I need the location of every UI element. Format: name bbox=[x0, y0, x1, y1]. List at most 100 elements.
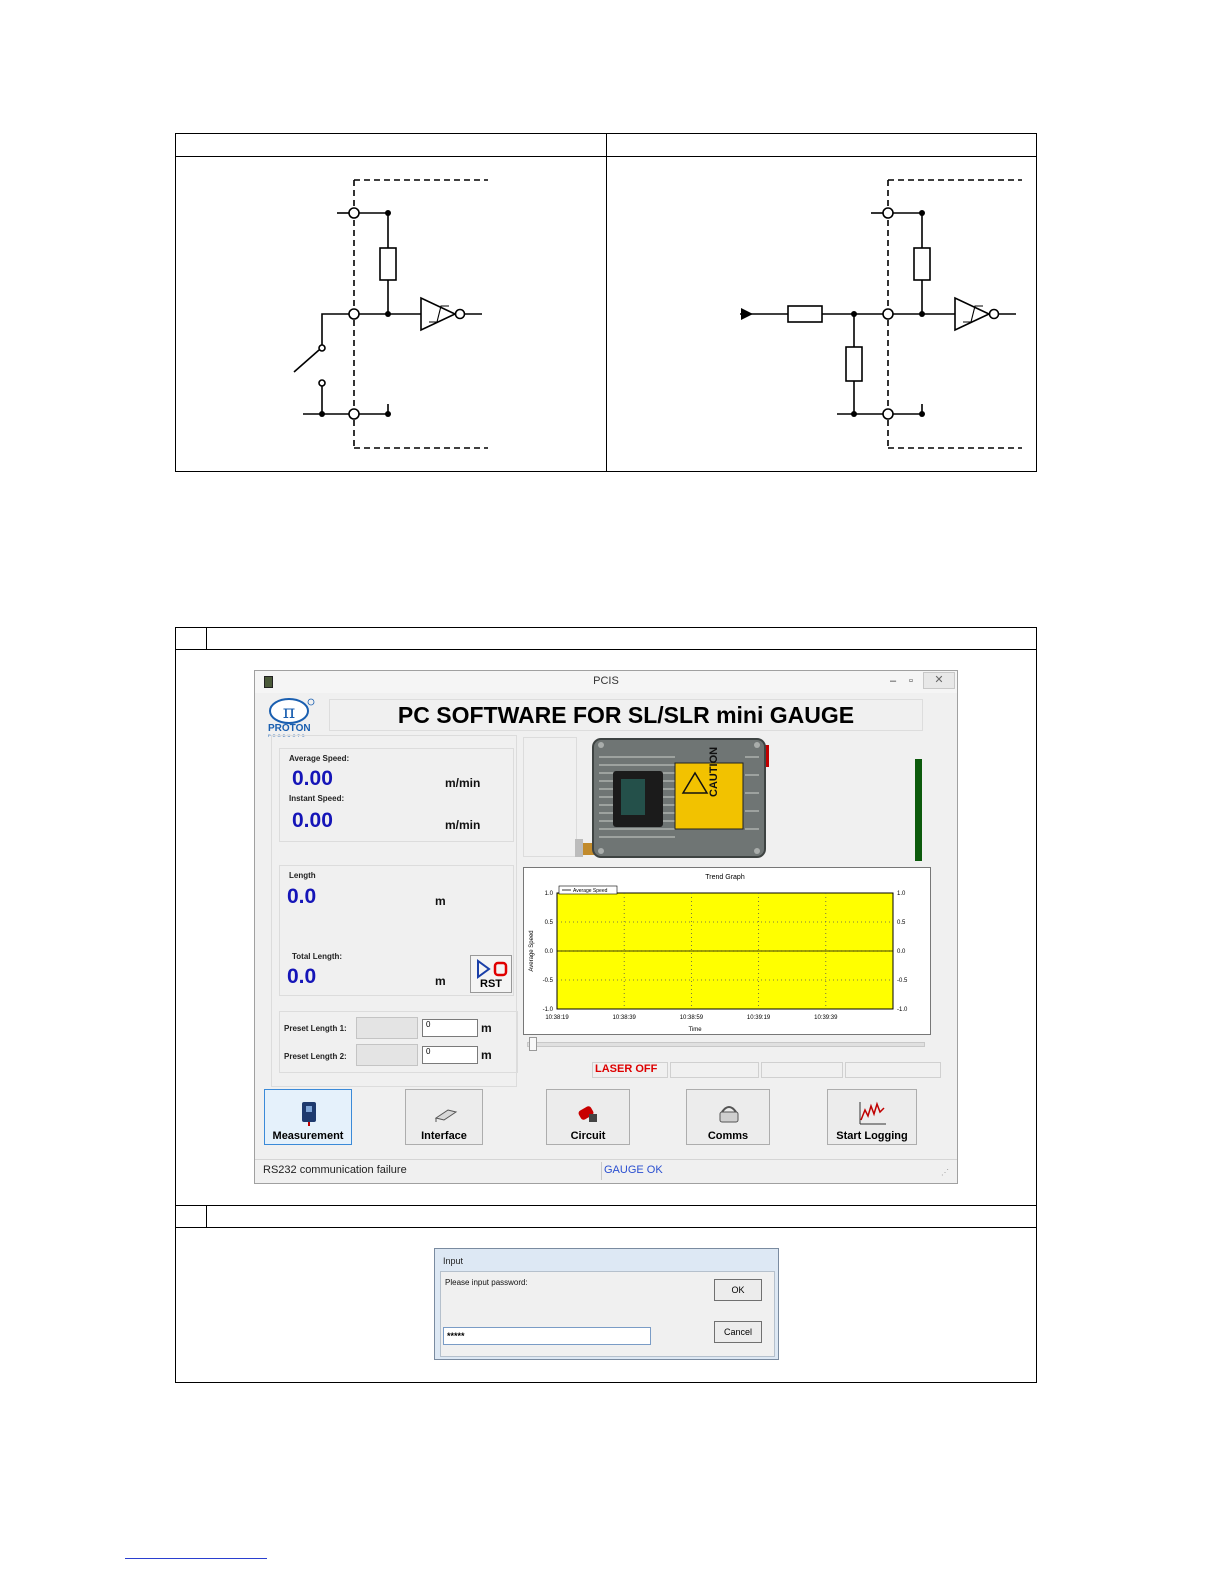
caution-label: CAUTION bbox=[708, 747, 720, 797]
app-icon bbox=[264, 676, 273, 688]
preset-panel: Preset Length 1: 0 m Preset Length 2: 0 … bbox=[279, 1011, 518, 1073]
pi-logo-icon: π bbox=[269, 698, 315, 724]
trend-graph: Trend Graph 10:38:19 10:38:39 10:38:59 10:39… bbox=[523, 867, 931, 1035]
software-table-row2-top-line bbox=[176, 1205, 1036, 1206]
interface-button[interactable]: Interface bbox=[405, 1089, 483, 1145]
total-length-unit: m bbox=[435, 974, 446, 988]
length-unit: m bbox=[435, 894, 446, 908]
preset-length-2-display bbox=[356, 1044, 418, 1066]
window-titlebar: PCIS – ▫ ✕ bbox=[255, 671, 957, 693]
switch-input-circuit-diagram bbox=[293, 179, 488, 449]
status-box-2 bbox=[670, 1062, 759, 1078]
comms-label: Comms bbox=[707, 1130, 749, 1142]
instant-speed-label: Instant Speed: bbox=[289, 794, 345, 803]
instant-speed-value: 0.00 bbox=[292, 809, 333, 832]
dialog-prompt: Please input password: bbox=[445, 1278, 528, 1287]
y-tick-label-right: 0.0 bbox=[897, 949, 906, 955]
password-input[interactable]: ***** bbox=[443, 1327, 651, 1345]
laser-status-box: LASER OFF bbox=[592, 1062, 668, 1078]
logging-icon bbox=[859, 1101, 886, 1125]
svg-text:π: π bbox=[283, 701, 296, 723]
dialog-body: Please input password: OK Cancel ***** bbox=[440, 1271, 775, 1357]
gauge-device-image: CAUTION bbox=[575, 738, 769, 858]
y-axis-label: Average Speed bbox=[529, 930, 535, 971]
interface-label: Interface bbox=[421, 1130, 467, 1142]
software-table-row1-number-divider bbox=[206, 628, 207, 649]
status-box-4 bbox=[845, 1062, 941, 1078]
measurement-button[interactable]: Measurement bbox=[264, 1089, 352, 1145]
y-tick-label-right: -0.5 bbox=[897, 978, 908, 984]
device-image-frame bbox=[523, 737, 577, 857]
laser-status-text: LASER OFF bbox=[595, 1063, 658, 1075]
preset-length-2-input[interactable]: 0 bbox=[422, 1046, 478, 1064]
minimize-icon[interactable]: – bbox=[889, 675, 897, 687]
y-tick-label-left: -1.0 bbox=[543, 1007, 554, 1013]
software-table-row2-number-divider bbox=[206, 1206, 207, 1227]
x-tick-label: 10:38:39 bbox=[613, 1015, 637, 1021]
window-statusbar: RS232 communication failure GAUGE OK ⋰ bbox=[255, 1159, 957, 1183]
app-banner: PC SOFTWARE FOR SL/SLR mini GAUGE bbox=[329, 699, 923, 731]
circuit-button[interactable]: Circuit bbox=[546, 1089, 630, 1145]
preset-length-1-display bbox=[356, 1017, 418, 1039]
voltage-input-circuit-diagram bbox=[740, 179, 1022, 449]
preset-length-2-unit: m bbox=[481, 1048, 492, 1062]
preset-length-1-input[interactable]: 0 bbox=[422, 1019, 478, 1037]
total-length-label: Total Length: bbox=[292, 952, 343, 961]
legend-label: Average Speed bbox=[573, 888, 608, 894]
close-icon[interactable]: ✕ bbox=[923, 672, 955, 689]
resize-grip-icon[interactable]: ⋰ bbox=[941, 1168, 949, 1177]
statusbar-divider bbox=[601, 1162, 602, 1180]
x-tick-label: 10:38:59 bbox=[680, 1015, 704, 1021]
reset-button[interactable]: RST bbox=[470, 955, 512, 993]
left-panel bbox=[271, 735, 517, 1087]
status-comm-message: RS232 communication failure bbox=[263, 1164, 407, 1176]
circuit-table bbox=[175, 133, 1037, 472]
trend-scroll-track[interactable] bbox=[527, 1042, 925, 1047]
speed-panel: Average Speed: 0.00 m/min Instant Speed:… bbox=[279, 748, 514, 842]
comms-icon bbox=[719, 1106, 739, 1123]
reset-label: RST bbox=[480, 978, 502, 990]
length-value: 0.0 bbox=[287, 885, 317, 908]
y-tick-label-left: 0.0 bbox=[545, 949, 554, 955]
ok-button[interactable]: OK bbox=[714, 1279, 762, 1301]
length-label: Length bbox=[289, 871, 316, 880]
software-table bbox=[175, 627, 1037, 1383]
preset-length-1-label: Preset Length 1: bbox=[284, 1024, 347, 1033]
preset-length-2-label: Preset Length 2: bbox=[284, 1052, 347, 1061]
y-tick-label-left: 1.0 bbox=[545, 891, 554, 897]
x-tick-label: 10:39:19 bbox=[747, 1015, 771, 1021]
cancel-button[interactable]: Cancel bbox=[714, 1321, 762, 1343]
average-speed-label: Average Speed: bbox=[289, 754, 350, 763]
footer-link[interactable] bbox=[125, 1546, 267, 1559]
software-table-row1-line bbox=[176, 649, 1036, 650]
start-logging-button[interactable]: Start Logging bbox=[827, 1089, 917, 1145]
pcis-window: PCIS – ▫ ✕ π PROTON PRODUCTS PC SOFTWARE… bbox=[254, 670, 958, 1184]
logo-text: PROTON bbox=[268, 723, 311, 734]
x-tick-label: 10:39:39 bbox=[814, 1015, 838, 1021]
y-tick-label-left: 0.5 bbox=[545, 920, 554, 926]
preset-length-1-unit: m bbox=[481, 1021, 492, 1035]
x-tick-label: 10:38:19 bbox=[545, 1015, 569, 1021]
circuit-table-divider bbox=[606, 134, 607, 471]
y-tick-label-right: -1.0 bbox=[897, 1007, 908, 1013]
reset-icon bbox=[477, 959, 508, 979]
password-dialog: Input Please input password: OK Cancel *… bbox=[434, 1248, 779, 1360]
status-box-3 bbox=[761, 1062, 843, 1078]
average-speed-unit: m/min bbox=[445, 776, 481, 790]
measurement-label: Measurement bbox=[272, 1130, 344, 1142]
maximize-icon[interactable]: ▫ bbox=[909, 675, 913, 687]
status-indicator-bar bbox=[915, 759, 922, 861]
trend-scroll-thumb[interactable] bbox=[529, 1037, 537, 1051]
software-table-row2-line bbox=[176, 1227, 1036, 1228]
chart-title: Trend Graph bbox=[705, 874, 745, 881]
dialog-title: Input bbox=[443, 1256, 464, 1266]
window-title: PCIS bbox=[593, 675, 619, 687]
interface-icon bbox=[434, 1109, 458, 1122]
legend-box bbox=[558, 885, 618, 895]
circuit-icon bbox=[578, 1106, 597, 1122]
proton-logo: π PROTON PRODUCTS bbox=[267, 697, 317, 738]
average-speed-value: 0.00 bbox=[292, 767, 333, 790]
y-tick-label-right: 0.5 bbox=[897, 920, 906, 926]
comms-button[interactable]: Comms bbox=[686, 1089, 770, 1145]
status-gauge-message: GAUGE OK bbox=[604, 1164, 663, 1176]
